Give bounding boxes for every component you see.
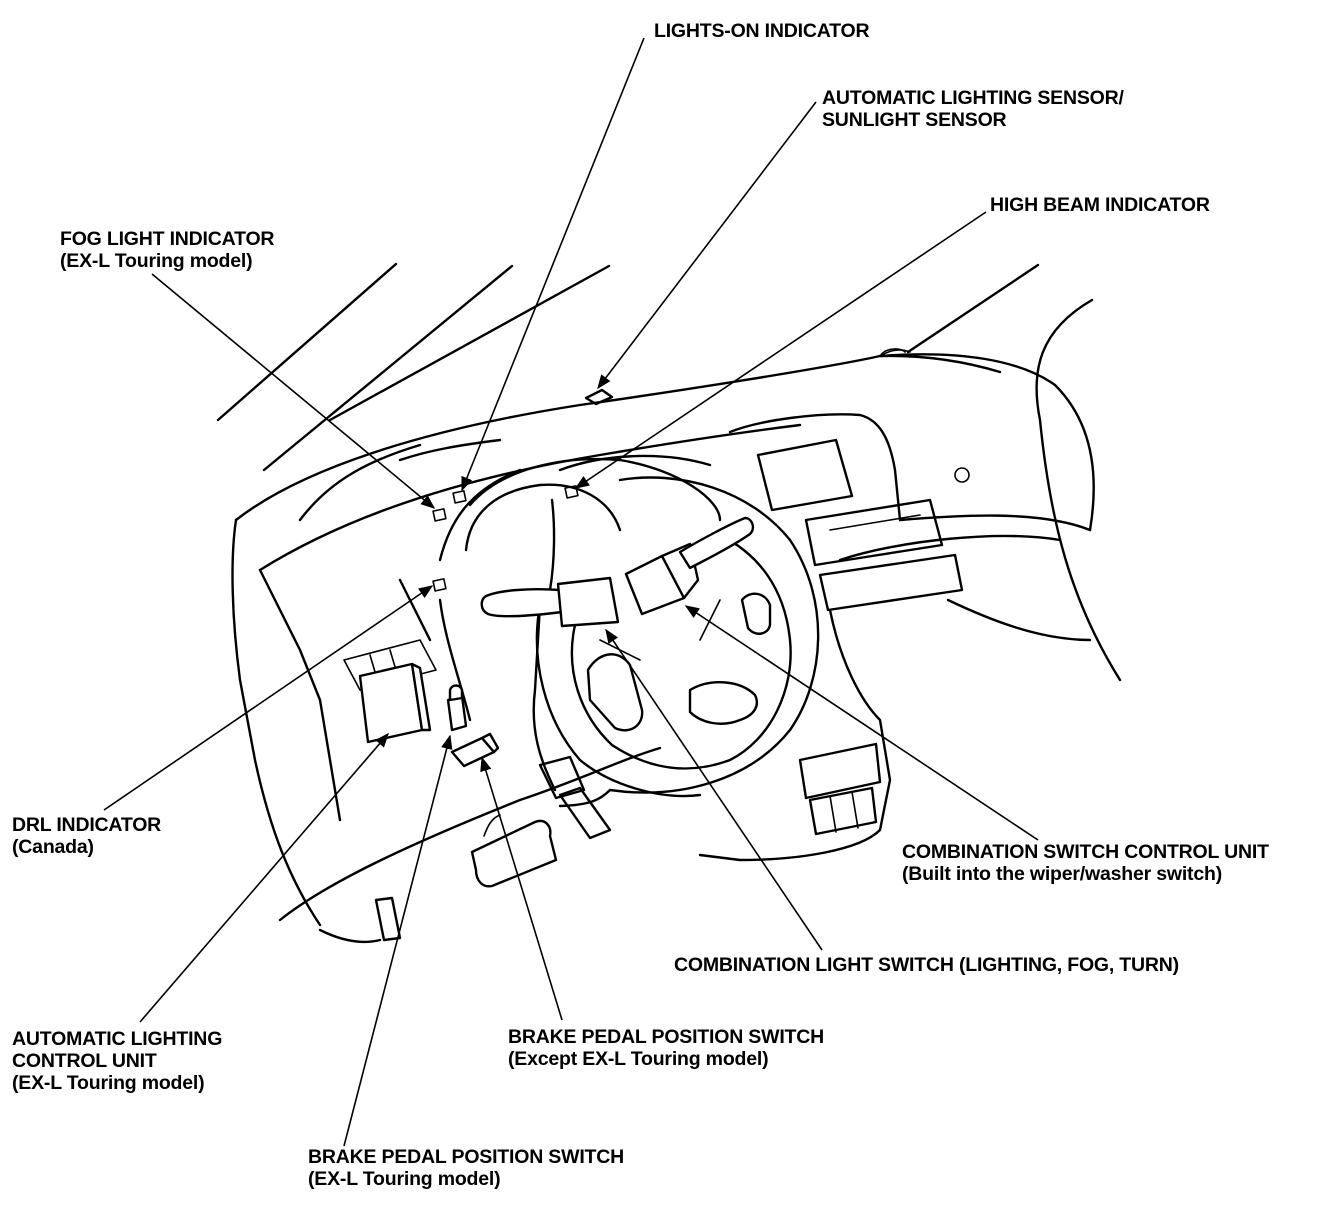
leader-brake-exl xyxy=(343,734,453,1147)
leader-lights-on xyxy=(461,37,645,492)
light-switch-stalk xyxy=(480,588,564,618)
label-line: (EX-L Touring model) xyxy=(308,1168,501,1190)
label-line: BRAKE PEDAL POSITION SWITCH xyxy=(308,1146,625,1168)
fog-light-indicator-mark xyxy=(432,508,447,522)
leader-brake-except xyxy=(480,756,563,1021)
lights-on-indicator-mark xyxy=(452,490,467,504)
label-line: SUNLIGHT SENSOR xyxy=(822,109,1007,131)
wiper-stalk xyxy=(678,516,755,570)
label-line: COMBINATION LIGHT SWITCH (LIGHTING, FOG,… xyxy=(674,954,1179,976)
label-line: (Built into the wiper/washer switch) xyxy=(902,863,1222,885)
label-line: (Except EX-L Touring model) xyxy=(508,1048,769,1070)
brake-switch-exl xyxy=(446,694,468,732)
leader-drl xyxy=(103,585,434,811)
label-line: CONTROL UNIT xyxy=(12,1050,157,1072)
label-line: BRAKE PEDAL POSITION SWITCH xyxy=(508,1026,825,1048)
leader-lines xyxy=(103,37,1039,1147)
dashboard-body xyxy=(231,348,1095,944)
drl-indicator-mark xyxy=(432,578,447,592)
leader-combo-control xyxy=(684,605,1039,841)
label-line: (EX-L Touring model) xyxy=(12,1072,205,1094)
leader-fog-light xyxy=(151,273,436,509)
label-automatic-lighting-control-unit: AUTOMATIC LIGHTING CONTROL UNIT (EX-L To… xyxy=(12,1028,222,1094)
label-line: (EX-L Touring model) xyxy=(60,250,253,272)
label-combination-light-switch: COMBINATION LIGHT SWITCH (LIGHTING, FOG,… xyxy=(674,954,1179,976)
label-lights-on-indicator: LIGHTS-ON INDICATOR xyxy=(654,20,870,42)
leader-auto-control xyxy=(139,732,389,1023)
leader-high-beam xyxy=(574,211,987,489)
label-line: LIGHTS-ON INDICATOR xyxy=(654,20,870,42)
label-brake-pedal-switch-except: BRAKE PEDAL POSITION SWITCH (Except EX-L… xyxy=(508,1026,824,1070)
label-high-beam-indicator: HIGH BEAM INDICATOR xyxy=(990,194,1210,216)
label-line: FOG LIGHT INDICATOR xyxy=(60,228,275,250)
label-line: (Canada) xyxy=(12,836,94,858)
leader-combo-light xyxy=(605,628,823,951)
leader-auto-sensor xyxy=(597,101,817,390)
high-beam-indicator-mark xyxy=(564,485,579,499)
combination-light-switch-body xyxy=(556,576,620,628)
label-line: AUTOMATIC LIGHTING xyxy=(12,1028,223,1050)
label-line: AUTOMATIC LIGHTING SENSOR/ xyxy=(822,87,1124,109)
label-brake-pedal-switch-exl: BRAKE PEDAL POSITION SWITCH (EX-L Tourin… xyxy=(308,1146,624,1190)
label-drl-indicator: DRL INDICATOR (Canada) xyxy=(12,814,161,858)
label-line: DRL INDICATOR xyxy=(12,814,162,836)
label-combination-switch-control-unit: COMBINATION SWITCH CONTROL UNIT (Built i… xyxy=(902,841,1269,885)
label-line: COMBINATION SWITCH CONTROL UNIT xyxy=(902,841,1269,863)
windshield-lines xyxy=(216,262,1122,682)
label-fog-light-indicator: FOG LIGHT INDICATOR (EX-L Touring model) xyxy=(60,228,275,272)
label-automatic-lighting-sensor: AUTOMATIC LIGHTING SENSOR/ SUNLIGHT SENS… xyxy=(822,87,1124,131)
components xyxy=(358,485,755,768)
label-line: HIGH BEAM INDICATOR xyxy=(990,194,1210,216)
